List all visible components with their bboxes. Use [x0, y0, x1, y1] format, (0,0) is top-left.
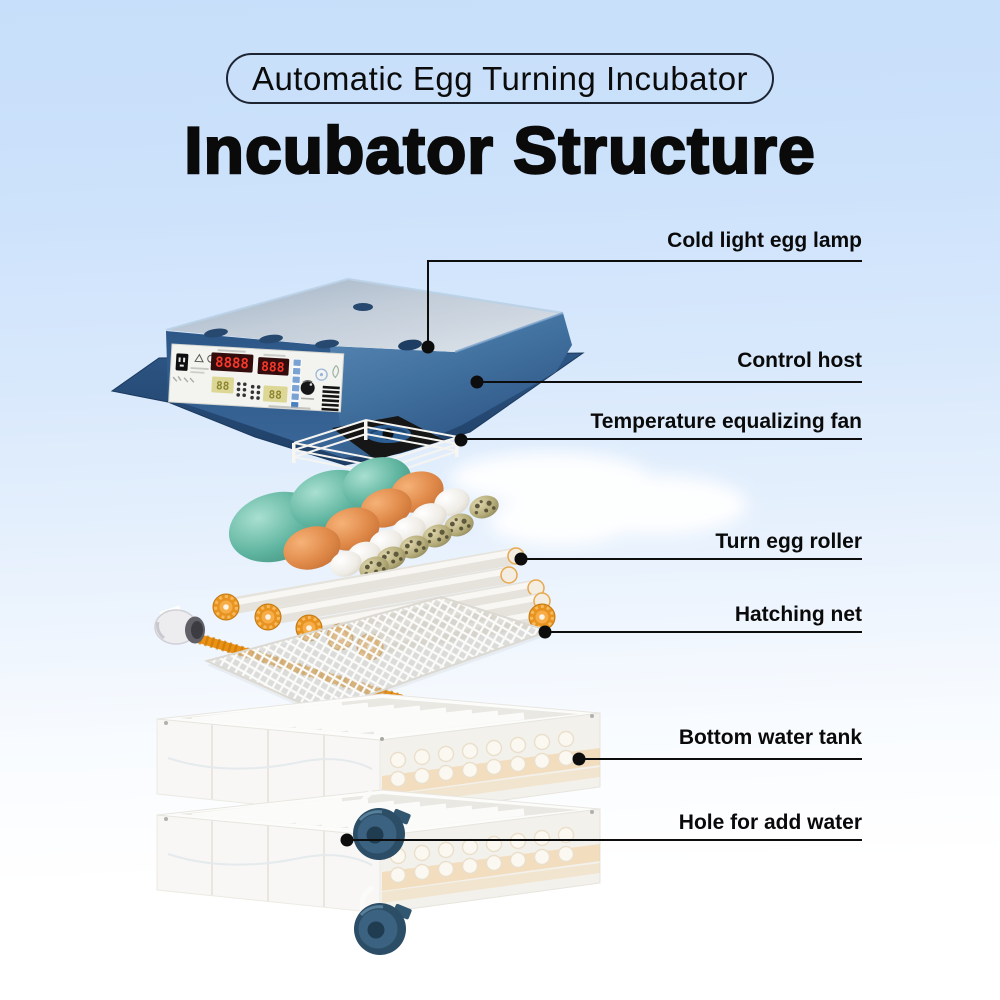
white-patch [450, 452, 747, 546]
callout-label-hole-for-add-water: Hole for add water [678, 811, 862, 834]
svg-text:888: 888 [261, 360, 285, 376]
callout-label-turn-egg-roller: Turn egg roller [715, 530, 862, 553]
roller-drive-motor [154, 605, 205, 645]
panel-small-icons [172, 376, 195, 383]
orange-eggs [283, 471, 444, 570]
callout-label-bottom-water-tank: Bottom water tank [678, 726, 862, 749]
egg-lamp-hole [398, 339, 422, 351]
control-panel: 8888 888 88 88 [168, 343, 345, 413]
vent-slots [321, 385, 340, 412]
callout-line-turn-egg-roller [521, 558, 862, 560]
callout-line-bottom-water-tank [579, 758, 862, 760]
fan-icon [315, 368, 328, 381]
banner-pill: Automatic Egg Turning Incubator [226, 53, 774, 104]
egg-roller [253, 566, 518, 632]
callout-line-hatching-net [545, 631, 862, 633]
callout-dot-hole-for-add-water [340, 833, 354, 847]
page-title: Incubator Structure [183, 113, 816, 187]
callout-dot-bottom-water-tank [572, 752, 586, 766]
egg-roller [211, 547, 525, 622]
day-display-left [211, 376, 235, 394]
warning-icon [194, 353, 204, 363]
callout-vline-cold-light-egg-lamp [427, 260, 429, 347]
callout-line-cold-light-egg-lamp [428, 260, 862, 262]
callout-dot-control-host [470, 375, 484, 389]
eggs-group [228, 457, 502, 584]
callout-line-control-host [477, 381, 862, 383]
callout-label-temperature-equalizing-fan: Temperature equalizing fan [590, 410, 863, 433]
humidity-display [257, 357, 290, 376]
leaf-icon [332, 365, 340, 379]
svg-text:88: 88 [216, 379, 230, 393]
banner-text: Automatic Egg Turning Incubator [251, 59, 749, 97]
day-display-right [262, 385, 288, 403]
callout-line-temperature-equalizing-fan [461, 438, 862, 440]
callout-line-hole-for-add-water [347, 839, 862, 841]
callout-label-hatching-net: Hatching net [734, 603, 862, 626]
machine-top-surface [166, 279, 563, 352]
callout-dot-cold-light-egg-lamp [421, 340, 435, 354]
callout-dot-temperature-equalizing-fan [454, 433, 468, 447]
bottom-water-tanks [157, 694, 600, 955]
callout-dot-hatching-net [538, 625, 552, 639]
callout-label-control-host: Control host [737, 349, 862, 372]
power-socket [175, 353, 189, 371]
callout-dot-turn-egg-roller [514, 552, 528, 566]
setting-buttons [236, 382, 261, 400]
white-eggs [330, 488, 470, 577]
svg-text:88: 88 [268, 388, 282, 402]
lid-vent-holes [204, 303, 373, 349]
teal-eggs [228, 457, 412, 563]
callout-label-cold-light-egg-lamp: Cold light egg lamp [667, 229, 862, 252]
svg-text:8888: 8888 [215, 355, 250, 373]
temperature-display [210, 352, 254, 373]
